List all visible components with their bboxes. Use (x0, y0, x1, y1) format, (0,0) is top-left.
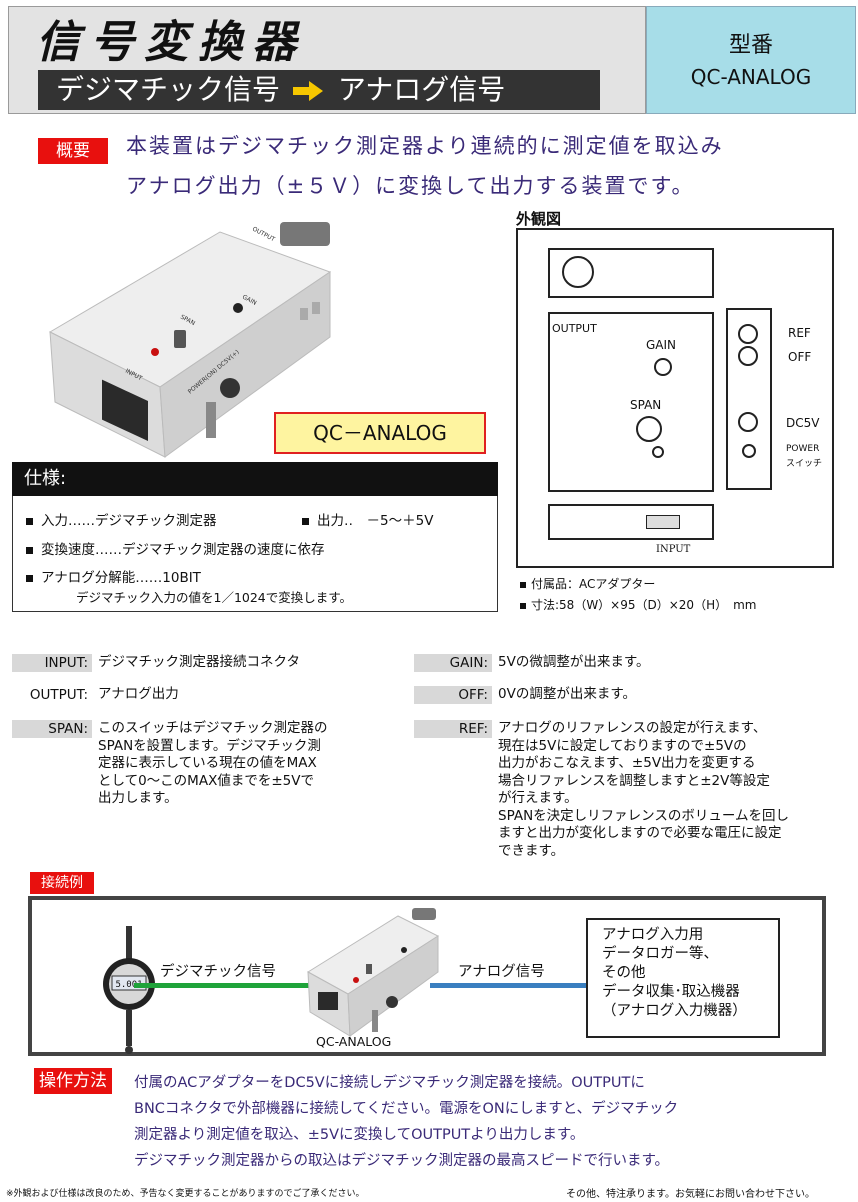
device-label: QC-ANALOG (316, 1034, 392, 1049)
product-name-label: QC－ANALOG (274, 412, 486, 454)
subtitle-right: アナログ信号 (337, 73, 506, 106)
bullet-icon (520, 602, 526, 609)
input-panel (548, 504, 714, 540)
spec-resolution: アナログ分解能‥‥‥10BIT (26, 566, 201, 586)
analog-cable (430, 983, 586, 988)
span-switch-icon (636, 416, 662, 442)
desc-input-label: INPUT: (12, 654, 92, 672)
header-subtitle-bar: デジマチック信号 アナログ信号 (38, 70, 600, 110)
desc-span-label: SPAN: (12, 720, 92, 738)
operation-line-2: BNCコネクタで外部機器に接続してください。電源をONにしますと、デジマチック (134, 1101, 679, 1117)
spec-speed: 変換速度‥‥‥デジマチック測定器の速度に依存 (26, 538, 325, 558)
gain-knob-icon (654, 358, 672, 376)
operation-line-3: 測定器より測定値を取込、±5Vに変換してOUTPUTより出力します。 (134, 1127, 585, 1143)
digimatic-gauge-icon: 5.001 (103, 926, 155, 1054)
bullet-icon (302, 517, 309, 525)
bnc-connector-icon (562, 256, 594, 288)
gauge-display: 5.001 (115, 980, 142, 990)
desc-output-label: OUTPUT: (12, 686, 92, 704)
gain-label: GAIN (646, 338, 677, 352)
spec-resolution-note: デジマチック入力の値を1／1024で変換します。 (76, 590, 353, 605)
desc-output-text: アナログ出力 (98, 686, 179, 702)
bullet-icon (520, 581, 526, 588)
analog-devices-box: アナログ入力用 データロガー等、 その他 データ収集･取込機器 （アナログ入力機… (586, 918, 780, 1038)
bullet-icon (26, 546, 33, 554)
ref-knob-icon (738, 324, 758, 344)
digimatic-cable (134, 983, 314, 988)
model-box: 型番 QC-ANALOG (646, 6, 856, 114)
footer-note: ※外観および仕様は改良のため、予告なく変更することがありますのでご了承ください。 (6, 1189, 365, 1199)
accessory: 付属品：ACアダプター (520, 575, 655, 592)
ref-label: REF (788, 326, 811, 340)
arrow-right-icon (292, 81, 323, 101)
product-photo: OUTPUT GAIN SPAN INPUT POWER(ON) DC5V(+) (48, 222, 332, 458)
output-label: OUTPUT (552, 322, 597, 335)
connection-tag: 接続例 (30, 872, 94, 894)
desc-off-text: 0Vの調整が出来ます。 (498, 686, 636, 702)
analog-signal-label: アナログ信号 (458, 964, 545, 980)
desc-off-label: OFF: (414, 686, 492, 704)
external-view-diagram: OUTPUT GAIN SPAN REF OFF DC5V POWER スイッチ… (516, 228, 834, 568)
side-panel (726, 308, 772, 490)
span-label: SPAN (630, 398, 662, 412)
power-switch-icon (742, 444, 756, 458)
photo-label-output: OUTPUT (251, 226, 276, 244)
spec-input: 入力‥‥‥デジマチック測定器 (26, 509, 217, 529)
overview-tag: 概要 (38, 138, 108, 164)
desc-gain-label: GAIN: (414, 654, 492, 672)
operation-line-4: デジマチック測定器からの取込はデジマチック測定器の最高スピードで行います。 (134, 1153, 670, 1169)
power-label: POWER (786, 444, 820, 454)
model-label: 型番 (728, 33, 773, 58)
desc-ref-label: REF: (414, 720, 492, 738)
off-knob-icon (738, 346, 758, 366)
overview-line-1: 本装置はデジマチック測定器より連続的に測定値を取込み (126, 134, 724, 158)
desc-span-text: このスイッチはデジマチック測定器の SPANを設置します。デジマチック測 定器に… (98, 720, 328, 806)
model-value: QC-ANALOG (690, 65, 812, 89)
overview-line-2: アナログ出力（±５Ｖ）に変換して出力する装置です。 (126, 174, 695, 198)
off-label: OFF (788, 350, 812, 364)
desc-ref-text: アナログのリファレンスの設定が行えます、 現在は5Vに設定しておりますので±5V… (498, 720, 790, 859)
external-view-title: 外観図 (516, 210, 562, 228)
footer-contact: その他、特注承ります。お気軽にお問い合わせ下さい。 (566, 1189, 815, 1200)
digimatic-signal-label: デジマチック信号 (160, 964, 276, 980)
operation-tag: 操作方法 (34, 1068, 112, 1094)
dc5v-jack-icon (738, 412, 758, 432)
device-illustration (307, 908, 440, 1037)
switch-label: スイッチ (786, 459, 823, 469)
page-title: 信号変換器 (36, 17, 306, 68)
dimensions: 寸法:58（W）×95（D）×20（H） mm (520, 596, 756, 613)
output-panel (548, 312, 714, 492)
led-icon (652, 446, 664, 458)
subtitle-left: デジマチック信号 (56, 73, 281, 106)
input-connector-icon (646, 515, 680, 529)
desc-gain-text: 5Vの微調整が出来ます。 (498, 654, 650, 670)
bullet-icon (26, 574, 33, 582)
desc-input-text: デジマチック測定器接続コネクタ (98, 654, 300, 670)
operation-line-1: 付属のACアダプターをDC5Vに接続しデジマチック測定器を接続。OUTPUTに (134, 1075, 645, 1091)
bullet-icon (26, 517, 33, 525)
input-label: INPUT (656, 544, 691, 555)
dc5v-label: DC5V (786, 416, 820, 430)
spec-output: 出力‥ －5～＋5V (302, 509, 433, 529)
spec-title: 仕様: (12, 462, 498, 496)
